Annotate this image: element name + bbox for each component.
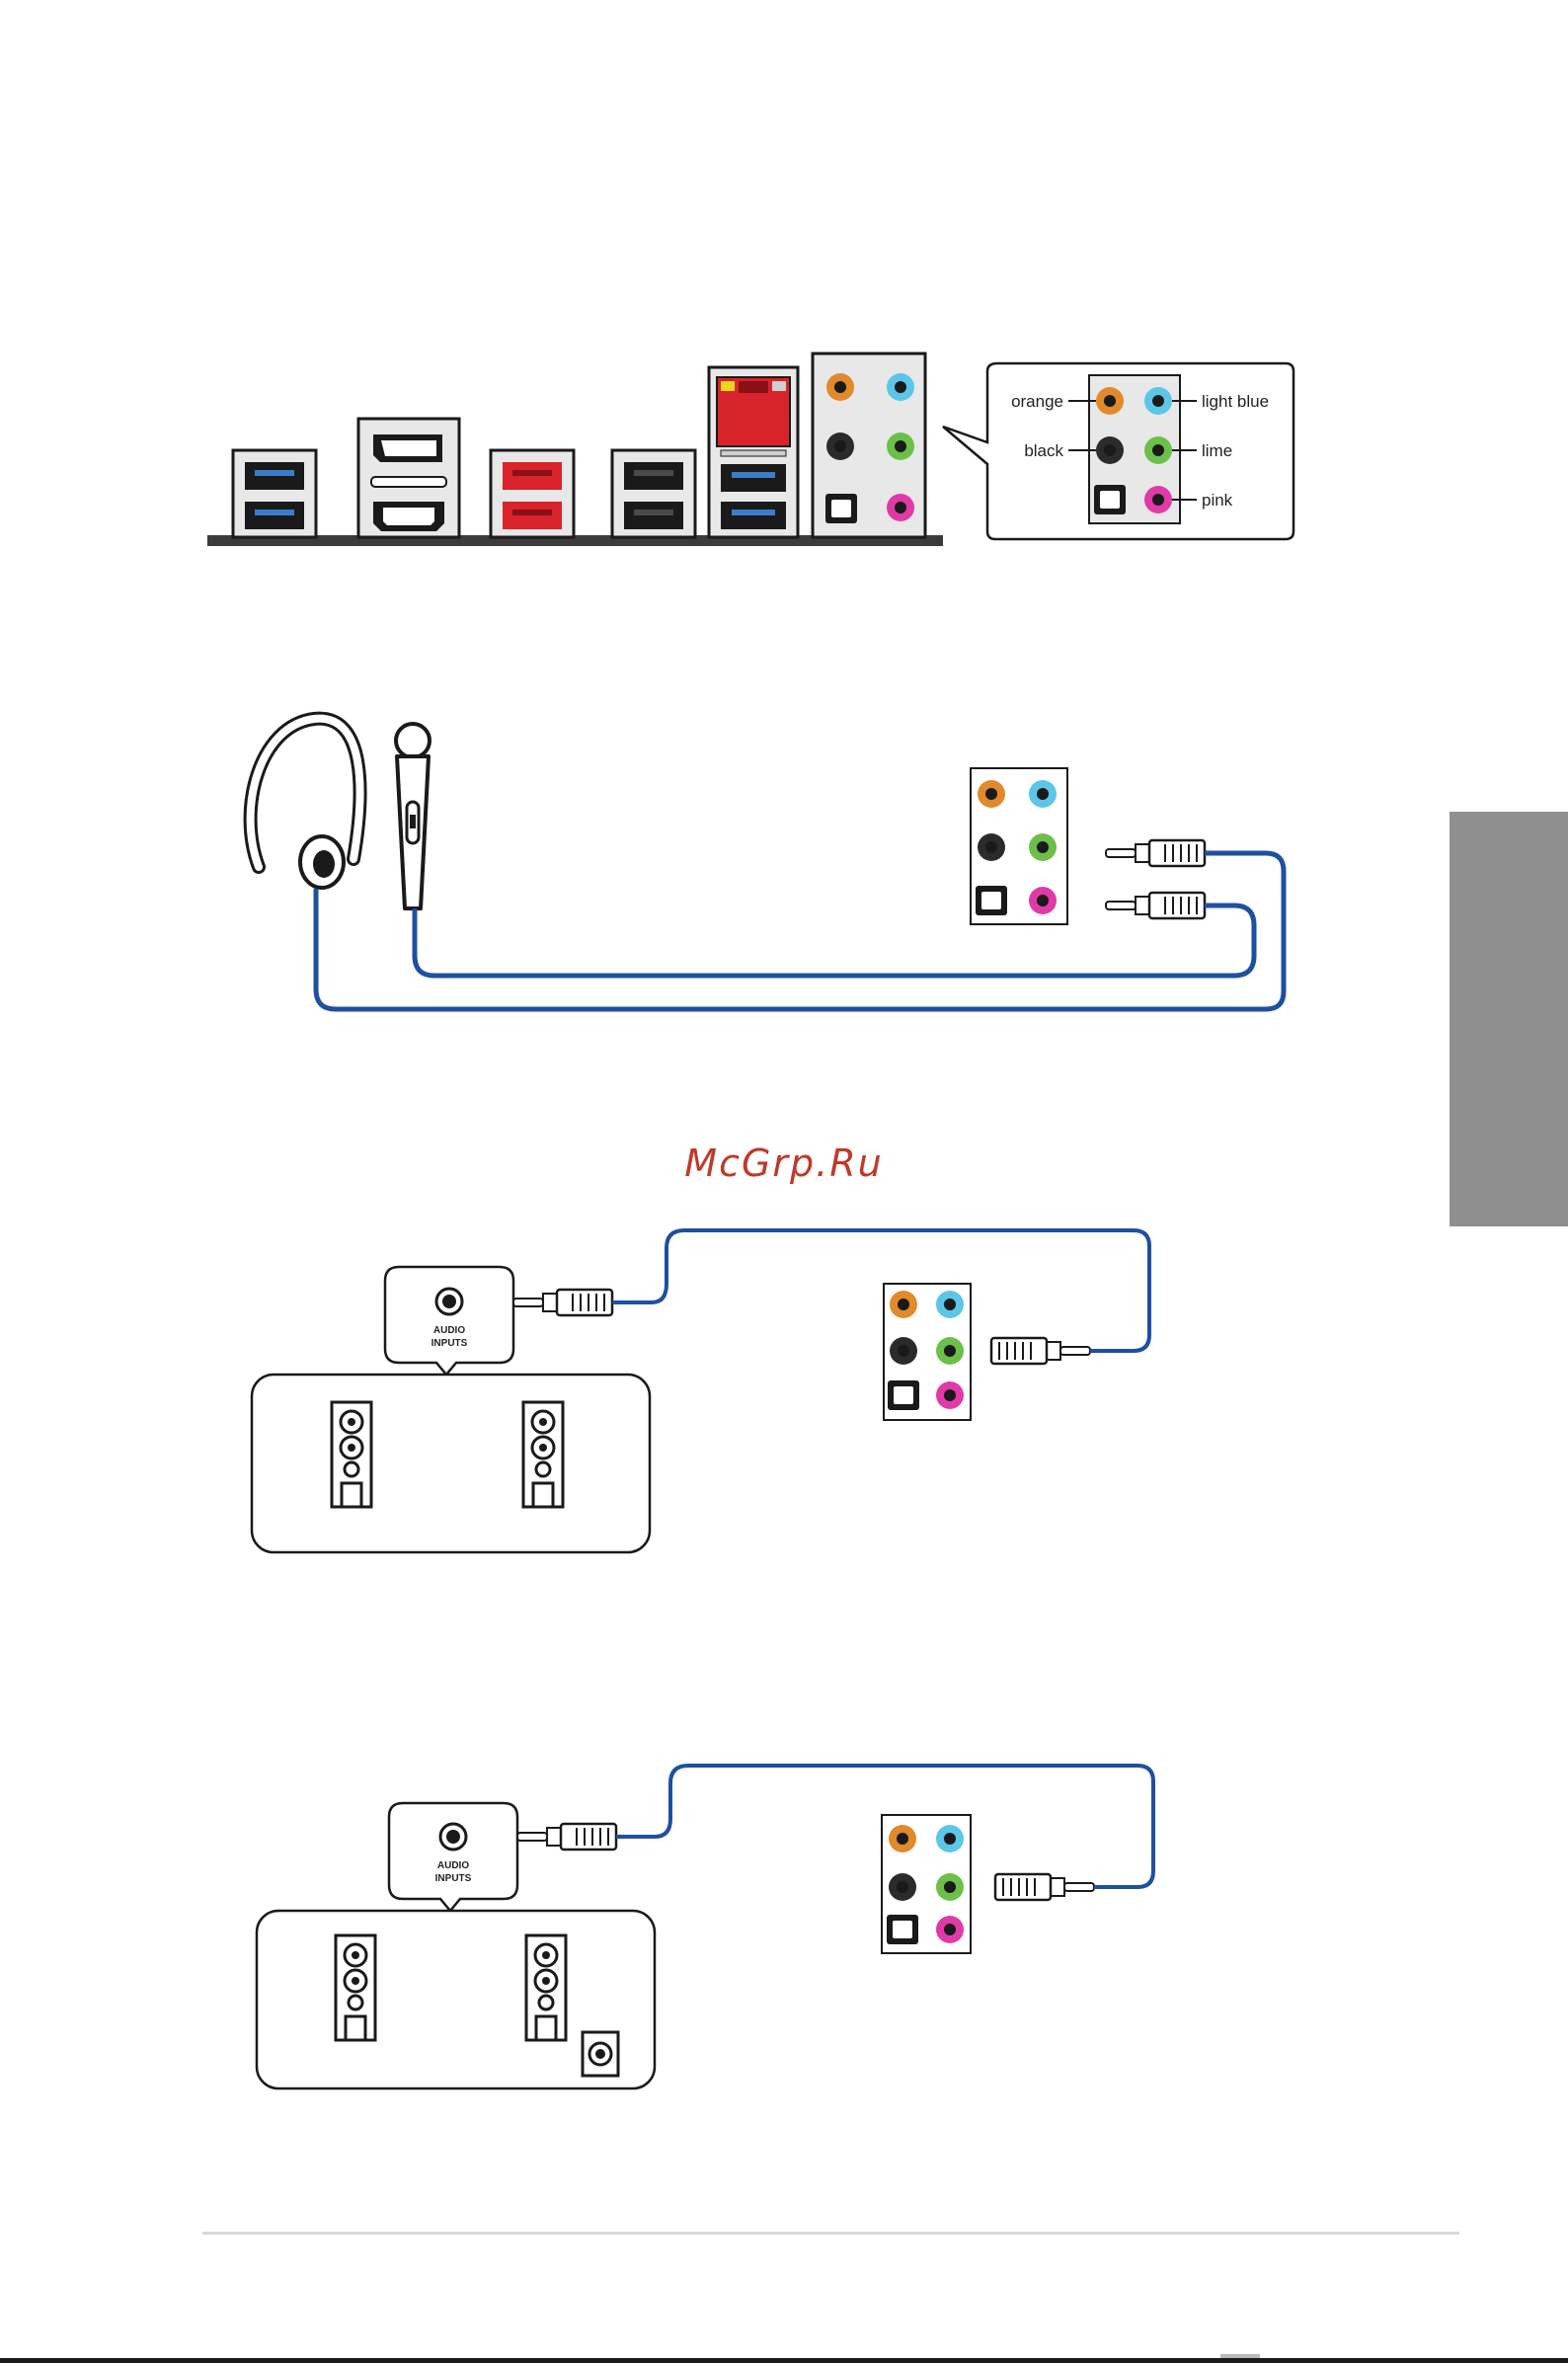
legend-orange: orange <box>1011 392 1063 411</box>
usb-port-group-1 <box>233 450 316 537</box>
legend-light-blue: light blue <box>1202 392 1269 411</box>
speaker-icon <box>523 1402 563 1507</box>
usb-port-group-black <box>612 450 695 537</box>
legend-pink: pink <box>1202 491 1233 510</box>
audio-inputs-label-2: INPUTS <box>431 1338 468 1349</box>
speaker-icon <box>336 1935 375 2040</box>
audio-port-block <box>813 354 925 537</box>
audio-plug-icon <box>1106 840 1205 866</box>
usb-port-group-red <box>491 450 574 537</box>
audio-plug-icon <box>991 1338 1090 1364</box>
footer-marks <box>1220 2354 1260 2358</box>
audio-inputs-label-4: INPUTS <box>435 1873 472 1884</box>
audio-plug-icon <box>517 1824 616 1850</box>
legend-lime: lime <box>1202 441 1232 460</box>
stereo-speakers-diagram: AUDIO INPUTS <box>252 1230 1149 1552</box>
legend-black: black <box>1024 441 1063 460</box>
speaker-icon <box>526 1935 566 2040</box>
audio-plug-icon <box>1106 893 1205 918</box>
audio-inputs-label-1: AUDIO <box>433 1325 465 1336</box>
speaker-icon <box>332 1402 371 1507</box>
audio-inputs-label-3: AUDIO <box>437 1860 469 1871</box>
headphone-mic-diagram <box>251 719 1284 1009</box>
subwoofer-icon <box>583 2032 618 2076</box>
rear-io-panel <box>207 354 943 546</box>
microphone-icon <box>396 724 430 908</box>
audio-plug-icon <box>995 1874 1094 1900</box>
speakers-subwoofer-diagram: AUDIO INPUTS <box>257 1766 1153 2088</box>
audio-plug-icon <box>513 1290 612 1315</box>
display-ports <box>358 419 459 537</box>
lan-usb-stack <box>709 367 798 537</box>
audio-color-legend: orange black light blue lime pink <box>943 363 1294 539</box>
headphones-icon <box>251 719 360 888</box>
